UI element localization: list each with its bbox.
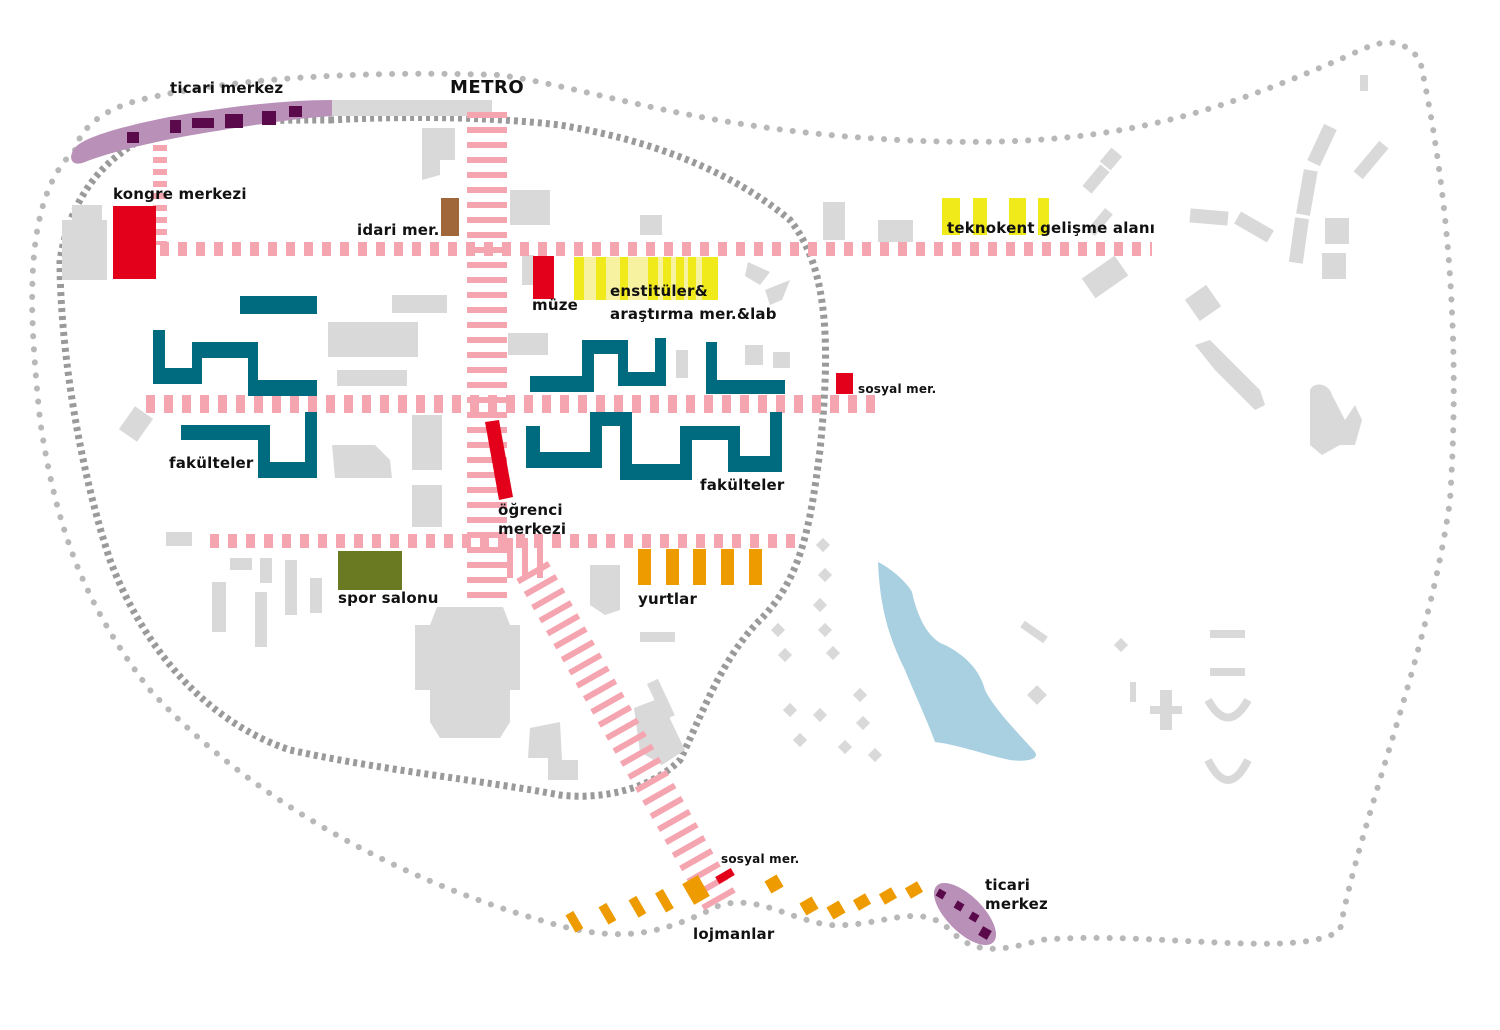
- pedestrian-paths: [146, 112, 1152, 914]
- student-center: [485, 420, 513, 500]
- lake: [878, 562, 1036, 761]
- label-ticari-south: ticari: [985, 876, 1031, 894]
- institutes-research: [574, 257, 718, 300]
- commercial-zone-south: [933, 882, 997, 946]
- label-metro: METRO: [450, 77, 525, 98]
- congress-center: [113, 206, 156, 279]
- museum: [533, 256, 554, 299]
- technopark-area: [942, 198, 1049, 235]
- label-enstituler: enstitüler&: [610, 282, 708, 300]
- dormitories: [638, 549, 762, 585]
- label-fakulteler-west: fakülteler: [169, 454, 254, 472]
- existing-buildings: [62, 75, 1389, 784]
- label-sosyal-mer-east: sosyal mer.: [858, 382, 937, 396]
- staff-housing: [565, 874, 924, 933]
- label-merkezi: merkezi: [498, 520, 567, 538]
- label-yurtlar: yurtlar: [638, 590, 698, 608]
- label-muze: müze: [532, 296, 579, 314]
- label-spor-salonu: spor salonu: [338, 589, 439, 607]
- label-kongre-merkezi: kongre merkezi: [113, 185, 247, 203]
- label-ogrenci: öğrenci: [498, 501, 563, 519]
- commercial-buildings-south: [935, 888, 992, 940]
- label-sosyal-mer-south: sosyal mer.: [721, 852, 800, 866]
- social-center-south: [715, 868, 735, 884]
- faculties-east: [526, 338, 785, 480]
- campus-boundary: [29, 39, 1457, 952]
- label-lojmanlar: lojmanlar: [693, 925, 775, 943]
- ring-road: [56, 114, 830, 800]
- label-ticari-merkez-north: ticari merkez: [170, 79, 284, 97]
- sports-hall: [338, 551, 402, 590]
- social-center-east: [836, 373, 853, 394]
- label-fakulteler-east: fakülteler: [700, 476, 785, 494]
- label-idari-mer: idari mer.: [357, 221, 440, 239]
- administration-building: [441, 198, 459, 236]
- commercial-buildings-north: [127, 106, 302, 143]
- label-arastirma: araştırma mer.&lab: [610, 305, 777, 323]
- faculties-west: [153, 296, 317, 478]
- path-diagonal-south: [516, 561, 738, 914]
- label-teknokent: teknokent gelişme alanı: [947, 219, 1156, 237]
- label-merkez-south: merkez: [985, 895, 1048, 913]
